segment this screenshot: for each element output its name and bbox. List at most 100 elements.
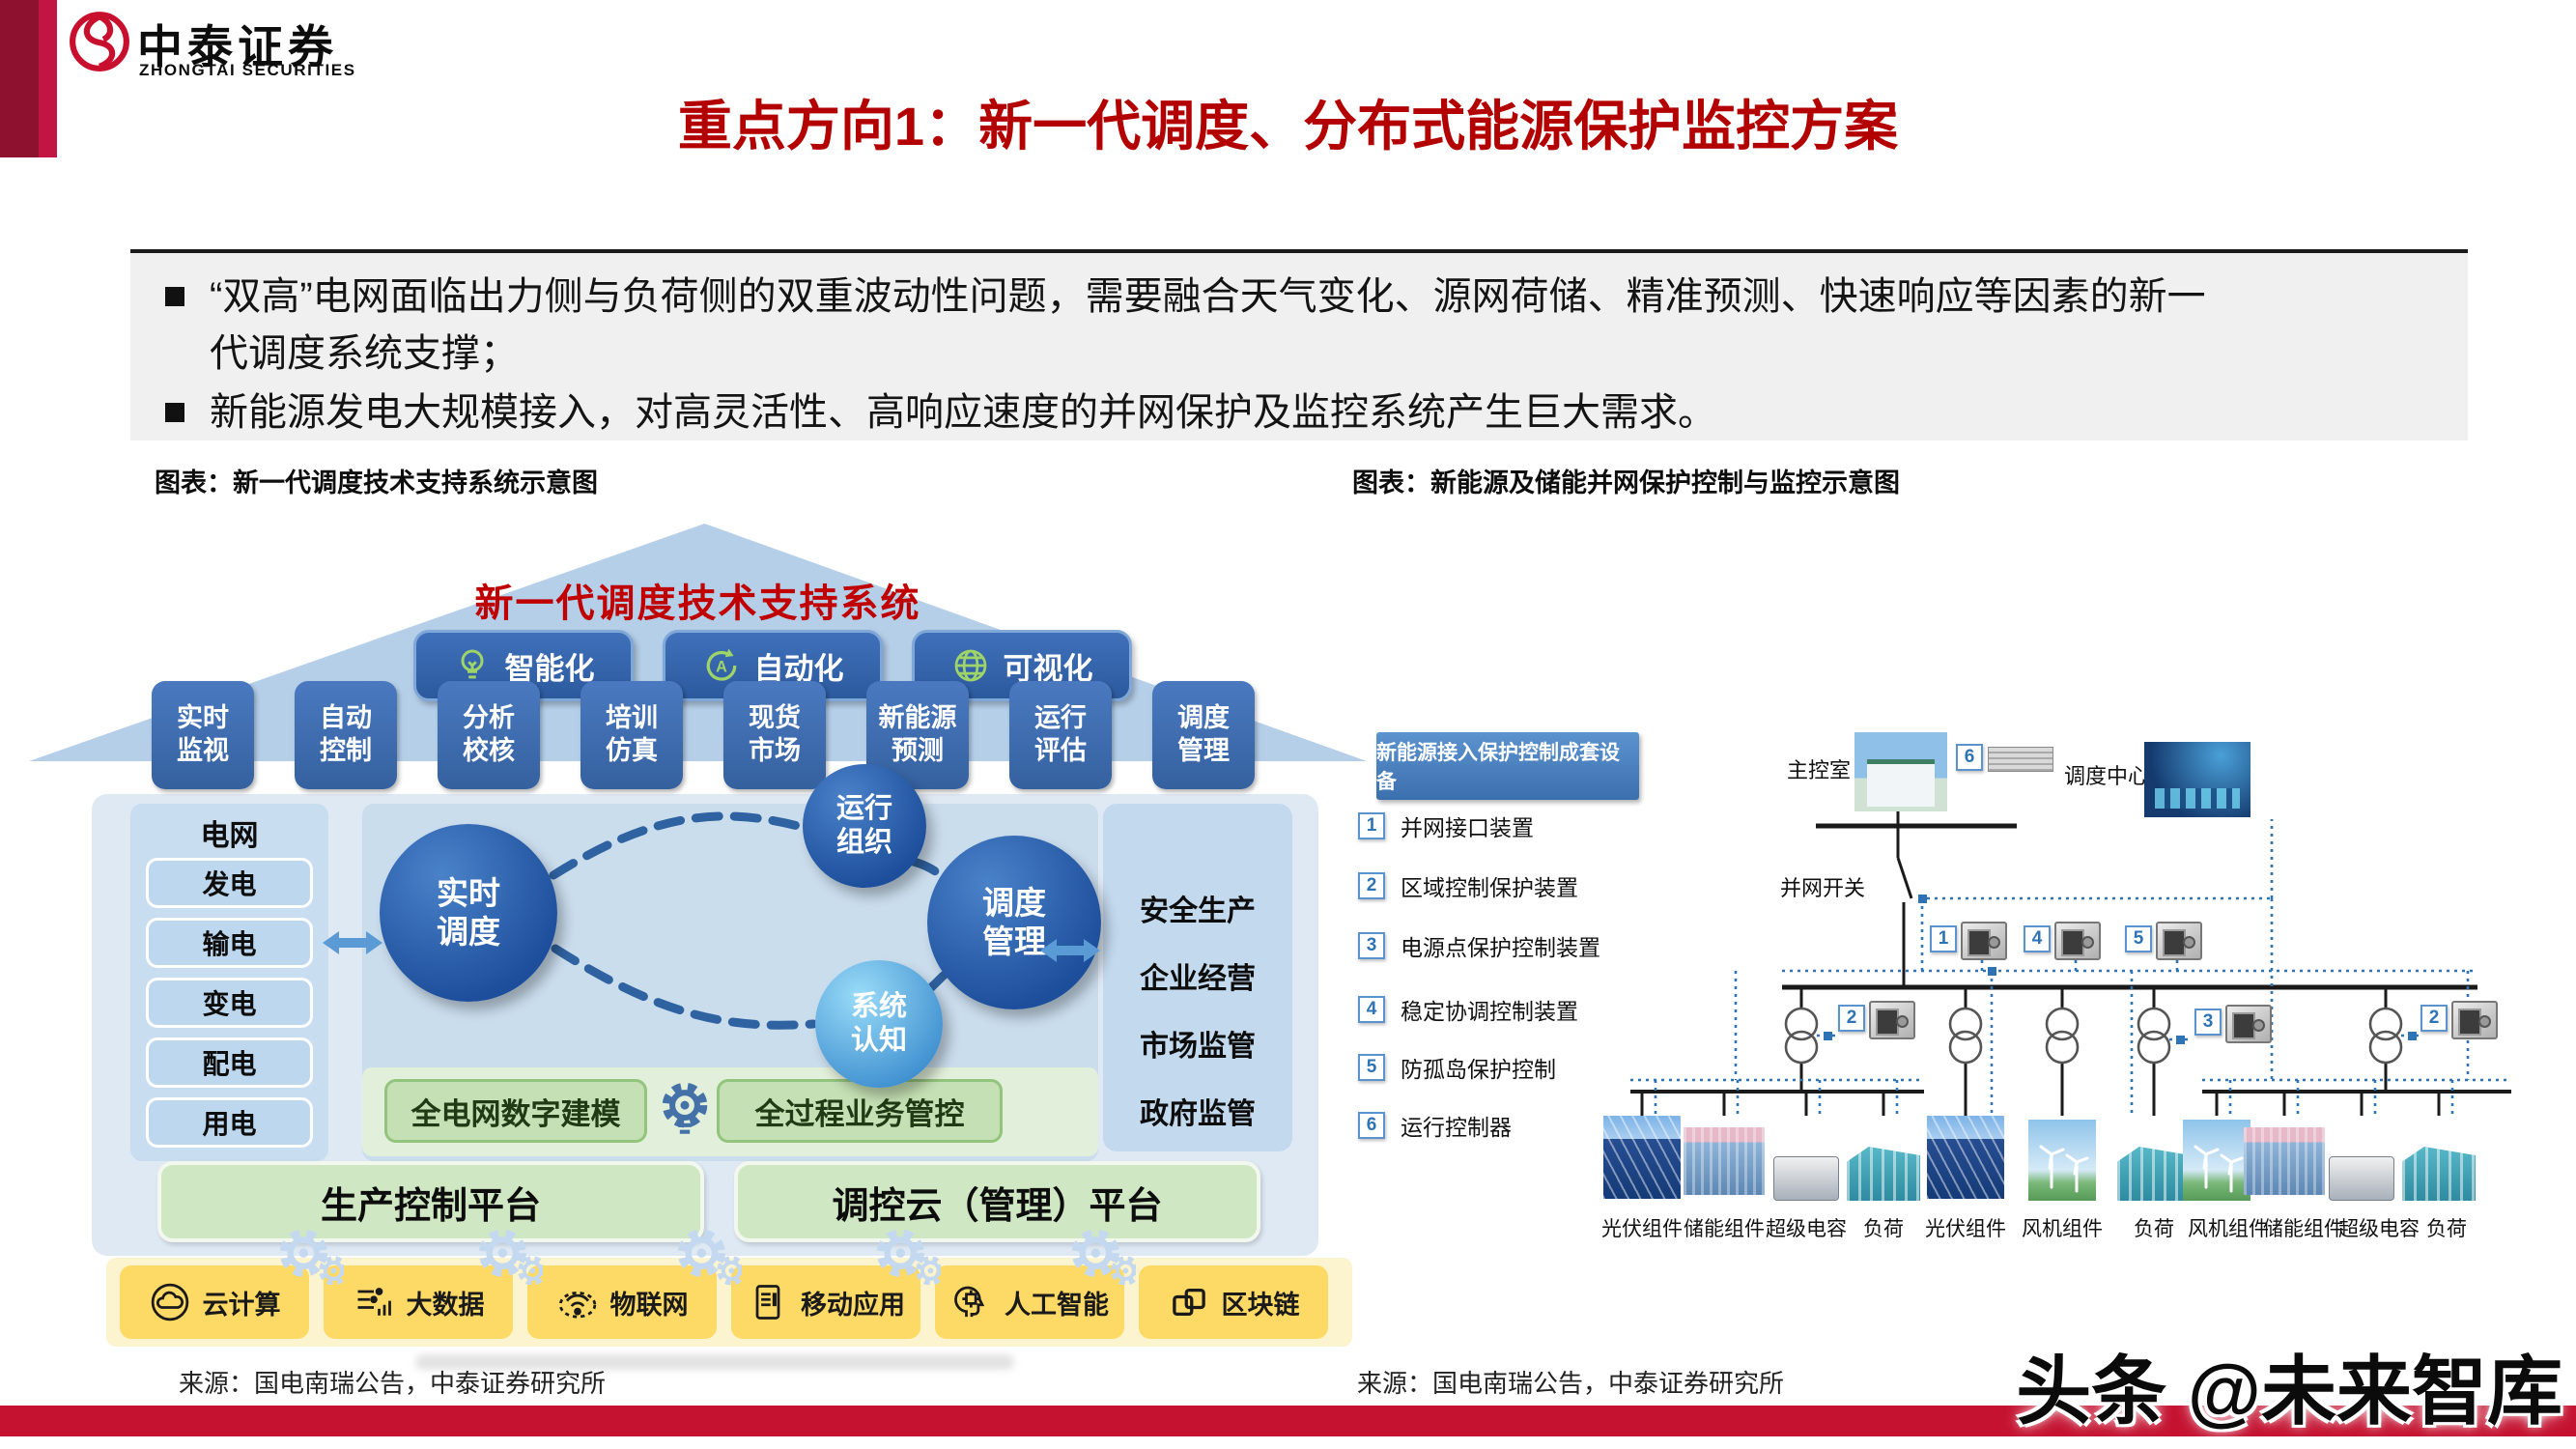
bullet-item: “双高”电网面临出力侧与负荷侧的双重波动性问题，需要融合天气变化、源网荷储、精准… xyxy=(165,269,2433,383)
tech-item-ai: 人工智能 xyxy=(935,1265,1124,1339)
dispatch-system-diagram: 新一代调度技术支持系统 智能化 A 自动化 可视化 实时监视 自动控制 分析校核… xyxy=(29,522,1372,1370)
gears-icon xyxy=(668,1225,742,1285)
auto-icon-letter: A xyxy=(716,658,727,675)
grid-column-header: 电网 xyxy=(200,820,259,852)
legend-item: 6 运行控制器 xyxy=(1358,1109,1512,1142)
right-double-arrow-icon xyxy=(1040,939,1100,962)
tech-item-blockchain: 区块链 xyxy=(1139,1265,1328,1339)
auto-icon: A xyxy=(706,648,736,681)
main-control-photo xyxy=(1854,732,1947,811)
legend-item: 2 区域控制保护装置 xyxy=(1358,869,1578,902)
roof-item-label: 可视化 xyxy=(1003,651,1093,686)
main-control-label: 主控室 xyxy=(1787,758,1852,782)
tech-item-bigdata: 大数据 xyxy=(324,1265,513,1339)
circle-operation-organization: 运行组织 xyxy=(803,764,926,888)
brand-name-en: ZHONGTAI SECURITIES xyxy=(139,61,356,79)
bullet-item: 新能源发电大规模接入，对高灵活性、高响应速度的并网保护及监控系统产生巨大需求。 xyxy=(165,384,2433,441)
platform-box: 生产控制平台 xyxy=(157,1161,704,1242)
component-label: 风机组件 xyxy=(2188,1218,2269,1240)
component-label: 超级电容 xyxy=(1766,1218,1847,1240)
summary-box: “双高”电网面临出力侧与负荷侧的双重波动性问题，需要融合天气变化、源网荷储、精准… xyxy=(130,249,2468,440)
circle-realtime-dispatch: 实时调度 xyxy=(380,824,557,1002)
legend-item: 1 并网接口装置 xyxy=(1358,810,1534,842)
tech-item-iot: 物联网 xyxy=(527,1265,717,1339)
schematic-wiring xyxy=(1630,811,2511,1116)
load-photo xyxy=(2117,1147,2191,1201)
tech-item-mobile: 移动应用 xyxy=(731,1265,920,1339)
platform-box: 调控云（管理）平台 xyxy=(734,1161,1260,1242)
gears-icon xyxy=(469,1225,543,1285)
grid-item: 用电 xyxy=(146,1097,313,1148)
device-tag: 5 xyxy=(2125,925,2152,952)
oversight-panel xyxy=(1103,804,1292,1151)
legend-num: 6 xyxy=(1358,1112,1385,1139)
component-label: 负荷 xyxy=(2134,1218,2174,1240)
left-accent-bar-light xyxy=(39,0,57,157)
wind-module-photo xyxy=(2183,1120,2250,1201)
component-label: 风机组件 xyxy=(2022,1218,2103,1240)
function-box: 运行评估 xyxy=(1009,681,1112,789)
cloud-icon xyxy=(151,1283,188,1321)
wind-turbine-icon xyxy=(2194,1145,2244,1193)
function-box: 自动控制 xyxy=(295,681,397,789)
legend-header: 新能源接入保护控制成套设备 xyxy=(1376,732,1639,800)
supercapacitor-photo xyxy=(2329,1156,2394,1201)
gears-icon xyxy=(270,1225,344,1285)
component-label: 储能组件 xyxy=(2263,1218,2344,1240)
page-title: 重点方向1：新一代调度、分布式能源保护监控方案 xyxy=(677,96,1899,156)
dispatch-center-photo xyxy=(2144,742,2250,817)
oversight-item: 市场监管 xyxy=(1140,1031,1256,1063)
iot-icon xyxy=(558,1292,596,1319)
gear-bulb-icon xyxy=(657,1082,713,1134)
right-source: 来源：国电南瑞公告，中泰证券研究所 xyxy=(1357,1369,1785,1398)
function-box: 分析校核 xyxy=(438,681,540,789)
function-box: 调度管理 xyxy=(1152,681,1255,789)
device-tag: 1 xyxy=(1930,925,1957,952)
grid-switch-label: 并网开关 xyxy=(1780,876,1866,900)
component-label: 超级电容 xyxy=(2338,1218,2420,1240)
oversight-item: 政府监管 xyxy=(1140,1098,1256,1130)
device-tag: 2 xyxy=(2420,1005,2448,1032)
zhongtai-logo-icon xyxy=(70,12,129,71)
legend-item: 3 电源点保护控制装置 xyxy=(1358,929,1600,962)
grid-item: 发电 xyxy=(146,858,313,908)
component-label: 光伏组件 xyxy=(1601,1218,1683,1240)
relay-device-photo xyxy=(1869,1001,1915,1039)
tech-item-cloud: 云计算 xyxy=(120,1265,309,1339)
blurred-artifact xyxy=(415,1354,1014,1370)
roof-item-label: 自动化 xyxy=(753,651,844,686)
big-data-icon xyxy=(357,1288,391,1316)
watermark: 头条 @未来智库 xyxy=(2016,1349,2562,1434)
legend-num: 4 xyxy=(1358,996,1385,1023)
brand-name: 中泰证券 xyxy=(137,21,338,72)
relay-device-photo xyxy=(2451,1001,2498,1039)
controller-device-photo xyxy=(1988,747,2053,772)
globe-icon xyxy=(954,649,986,682)
component-label: 负荷 xyxy=(2426,1218,2467,1240)
bullet-square-icon xyxy=(165,287,184,306)
bullet-square-icon xyxy=(165,403,184,423)
component-label: 光伏组件 xyxy=(1925,1218,2006,1240)
relay-device-photo xyxy=(2156,922,2202,960)
mobile-app-icon xyxy=(755,1285,780,1320)
modeling-box: 全电网数字建模 xyxy=(384,1079,647,1143)
roof-title: 新一代调度技术支持系统 xyxy=(474,582,921,625)
function-box: 现货市场 xyxy=(723,681,826,789)
left-double-arrow-icon xyxy=(323,931,382,954)
grid-item: 变电 xyxy=(146,978,313,1028)
oversight-item: 企业经营 xyxy=(1140,963,1256,995)
bulb-icon xyxy=(461,649,483,679)
legend-item: 4 稳定协调控制装置 xyxy=(1358,993,1578,1026)
component-label: 负荷 xyxy=(1863,1218,1904,1240)
bullet-text: 新能源发电大规模接入，对高灵活性、高响应速度的并网保护及监控系统产生巨大需求。 xyxy=(210,391,1716,435)
function-box: 实时监视 xyxy=(152,681,254,789)
oversight-item: 安全生产 xyxy=(1140,895,1256,927)
circle-dispatch-management: 调度管理 xyxy=(927,836,1101,1009)
circle-system-cognition: 系统认知 xyxy=(815,960,943,1088)
modeling-box: 全过程业务管控 xyxy=(717,1079,1003,1143)
device-tag: 4 xyxy=(2024,925,2051,952)
left-source: 来源：国电南瑞公告，中泰证券研究所 xyxy=(179,1369,607,1398)
relay-device-photo xyxy=(1961,922,2007,960)
right-chart-caption: 图表：新能源及储能并网保护控制与监控示意图 xyxy=(1352,469,1900,497)
roof-item-label: 智能化 xyxy=(504,651,595,686)
